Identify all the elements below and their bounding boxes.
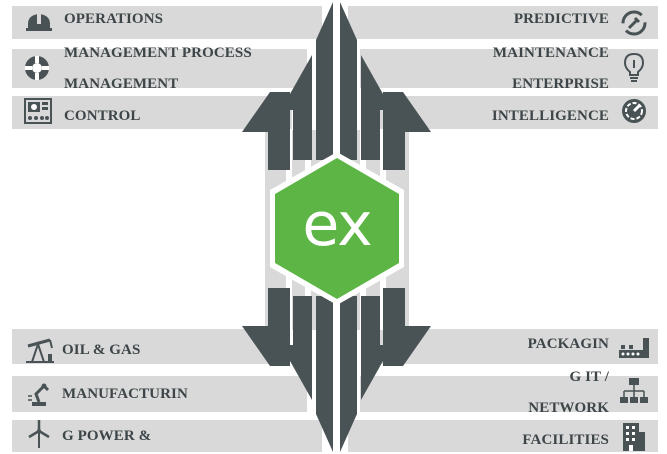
wrench-cycle-icon — [621, 10, 647, 36]
arrow-bottom-center-left — [316, 296, 333, 452]
arrow-top-center-right — [340, 2, 357, 160]
label-g-it: G IT / — [569, 369, 609, 385]
label-control: CONTROL — [64, 108, 141, 124]
arrow-bottom-outer-left — [242, 288, 290, 366]
center-logo-text: ex — [302, 190, 372, 260]
arrow-top-center-left — [316, 2, 333, 160]
label-management: MANAGEMENT — [64, 76, 179, 92]
robot-arm-icon — [28, 383, 50, 406]
band-left-6 — [12, 420, 322, 452]
label-facilities: FACILITIES — [522, 432, 609, 448]
label-operations: OPERATIONS — [64, 11, 164, 27]
hard-hat-icon — [26, 14, 52, 31]
label-predictive: PREDICTIVE — [513, 11, 609, 27]
building-icon — [623, 423, 645, 451]
band-left-4 — [12, 329, 290, 364]
arrow-pieces — [242, 2, 431, 452]
lifebuoy-icon — [25, 56, 49, 80]
label-manufacturin: MANUFACTURIN — [62, 386, 188, 402]
band-left-1 — [12, 6, 322, 39]
arrow-top-inner-left — [281, 55, 312, 160]
label-management-process: MANAGEMENT PROCESS — [64, 45, 252, 61]
band-right-6 — [348, 420, 658, 452]
label-maintenance: MAINTENANCE — [492, 45, 609, 61]
arrow-bottom-inner-left — [281, 296, 312, 400]
wind-turbine-icon — [28, 420, 50, 448]
arrow-top-outer-right — [383, 92, 431, 170]
arrow-bottom-outer-right — [383, 288, 431, 366]
arrow-bottom-center-right — [340, 296, 357, 452]
arrow-top-inner-right — [361, 55, 392, 160]
network-icon — [620, 378, 648, 403]
label-packagin: PACKAGIN — [527, 336, 609, 352]
oil-pump-icon — [26, 338, 54, 363]
arrow-top-outer-left — [242, 92, 290, 170]
control-panel-icon — [24, 98, 52, 124]
label-enterprise: ENTERPRISE — [512, 76, 609, 92]
label-oil-gas: OIL & GAS — [62, 342, 141, 358]
band-right-5 — [360, 376, 658, 412]
band-left-5 — [12, 376, 307, 412]
label-network: NETWORK — [528, 400, 609, 416]
label-g-power: G POWER & — [62, 428, 152, 444]
gauge-icon — [622, 99, 646, 123]
lightbulb-icon — [623, 52, 645, 82]
conveyor-icon — [619, 338, 649, 358]
arrow-bottom-inner-right — [361, 296, 392, 400]
label-intelligence: INTELLIGENCE — [491, 108, 609, 124]
hexagon-logo-shape — [275, 158, 399, 299]
band-left-3 — [12, 96, 292, 129]
band-right-2 — [360, 49, 658, 88]
band-right-1 — [348, 6, 658, 39]
band-left-2 — [12, 49, 307, 88]
